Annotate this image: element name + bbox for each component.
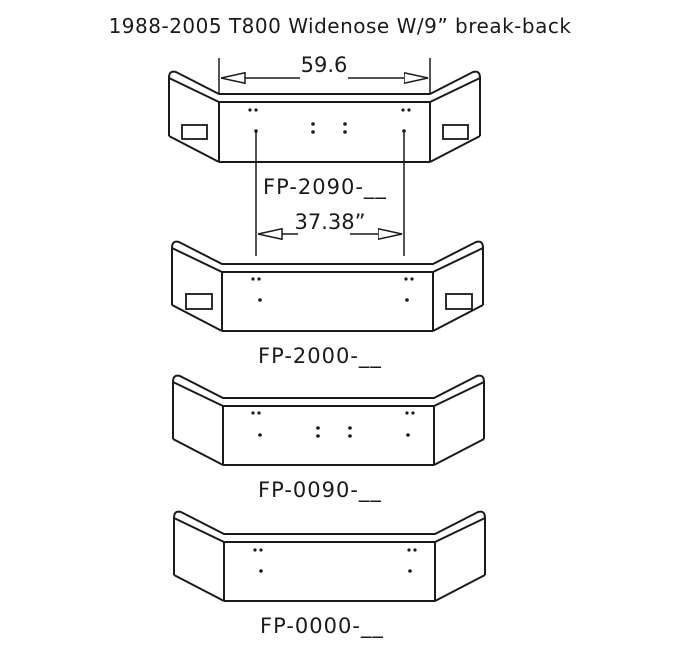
diagram-title: 1988-2005 T800 Widenose W/9” break-back — [108, 14, 572, 38]
mounting-holes — [251, 411, 415, 438]
bumper-fp-0090 — [172, 374, 485, 466]
left-light-cutout — [181, 124, 208, 140]
bumper-fp-2000 — [171, 240, 484, 332]
mounting-holes — [248, 108, 411, 134]
part-number-fp-0090: FP-0090-__ — [258, 478, 382, 503]
hole-spacing-dimension: 37.38” — [295, 210, 366, 234]
right-light-cutout — [442, 124, 469, 140]
mounting-holes — [253, 548, 417, 573]
bumper-fp-2090 — [168, 58, 481, 256]
part-number-fp-2090: FP-2090-__ — [263, 175, 387, 200]
right-light-cutout — [445, 293, 473, 310]
bumper-fp-0000 — [173, 510, 486, 602]
left-light-cutout — [185, 293, 213, 310]
mounting-holes — [251, 277, 414, 302]
overall-width-dimension: 59.6 — [301, 53, 348, 77]
part-number-fp-0000: FP-0000-__ — [260, 614, 384, 639]
part-number-fp-2000: FP-2000-__ — [258, 344, 382, 369]
